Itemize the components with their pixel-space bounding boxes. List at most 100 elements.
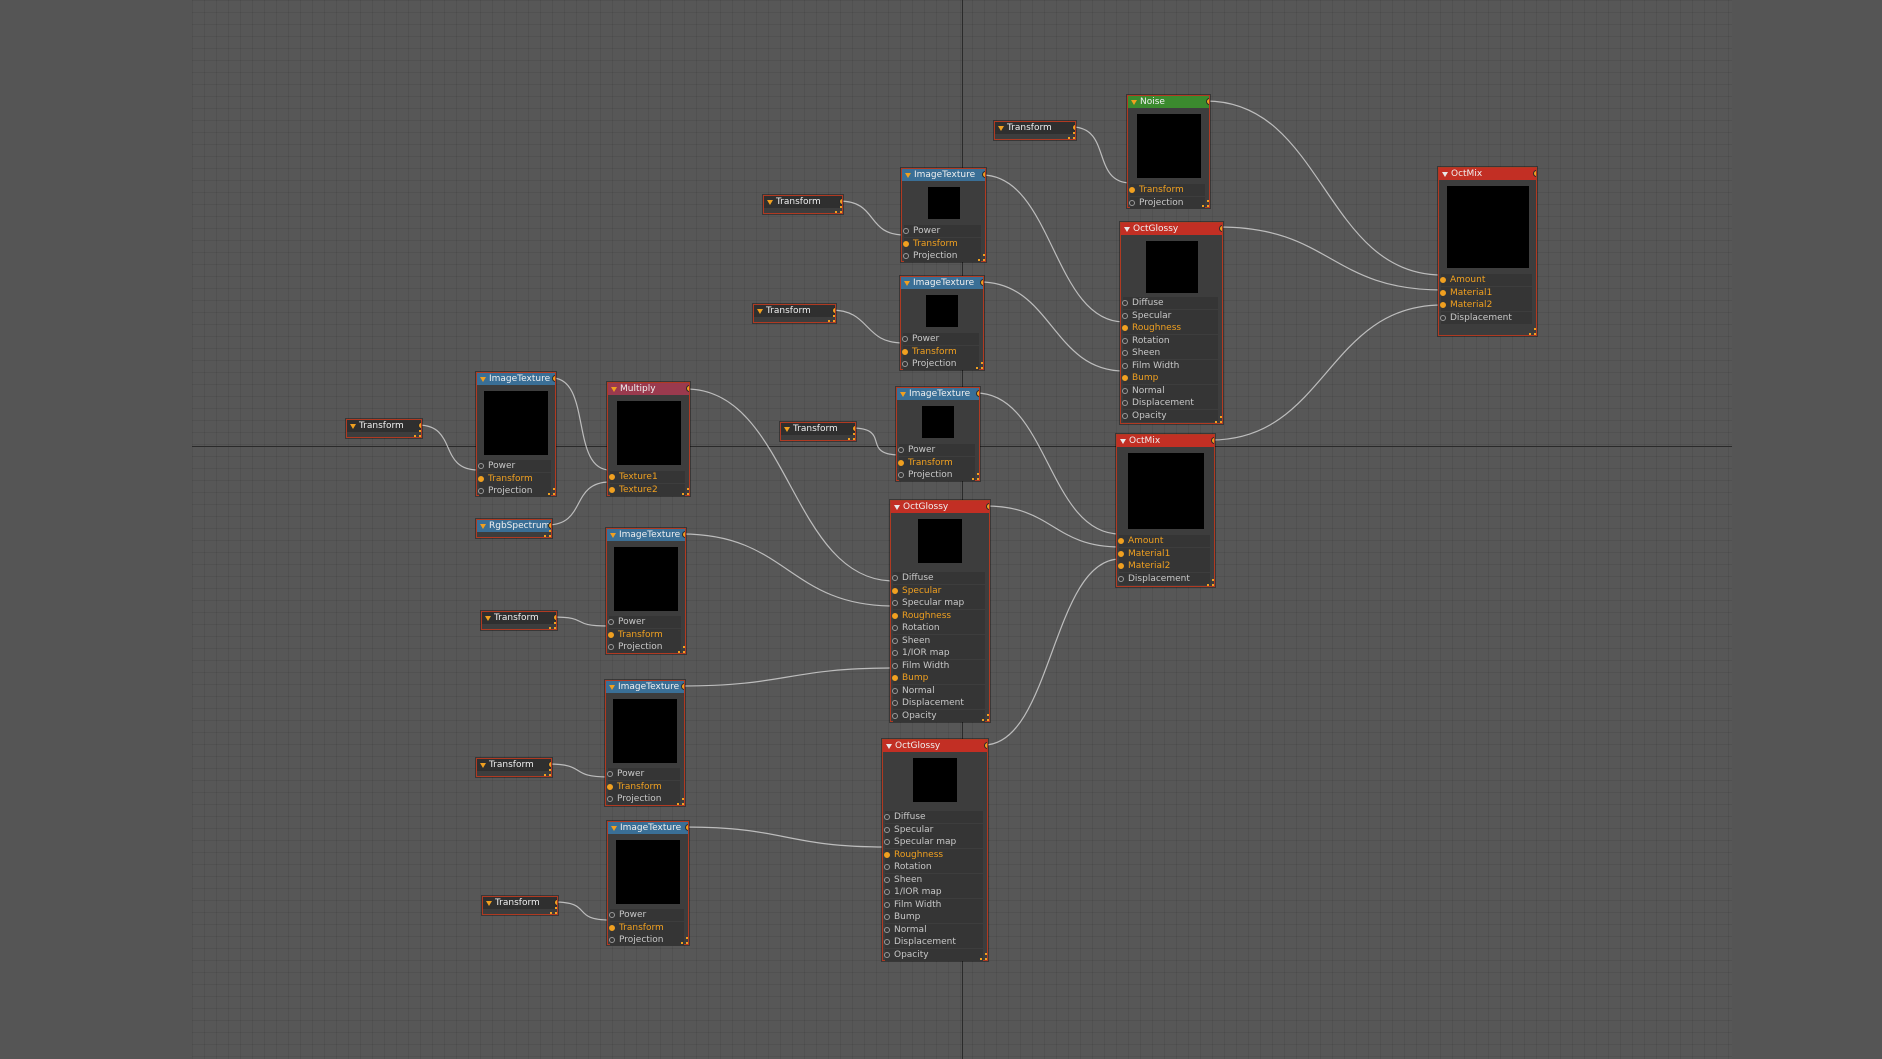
input-port[interactable] — [884, 839, 890, 845]
resize-handle[interactable] — [544, 530, 551, 537]
input-bump[interactable]: Bump — [892, 672, 985, 684]
output-port[interactable] — [1533, 170, 1536, 177]
input-port[interactable] — [884, 876, 890, 883]
node-header[interactable]: OctMix — [1117, 435, 1214, 447]
output-port[interactable] — [548, 761, 551, 768]
input-specular[interactable]: Specular — [892, 584, 985, 597]
node-header[interactable]: Transform — [347, 420, 421, 432]
input-rotation[interactable]: Rotation — [884, 861, 983, 873]
input-normal[interactable]: Normal — [1122, 384, 1218, 397]
input-displacement[interactable]: Displacement — [1440, 311, 1532, 324]
input-port[interactable] — [884, 851, 890, 858]
input-material2[interactable]: Material2 — [1440, 299, 1532, 311]
transform-node[interactable]: Transform — [753, 304, 836, 323]
input-port[interactable] — [1122, 375, 1128, 381]
collapse-icon[interactable] — [611, 825, 617, 831]
output-port[interactable] — [682, 531, 685, 538]
output-port[interactable] — [984, 742, 987, 749]
input-transform[interactable]: Transform — [478, 472, 551, 485]
node-header[interactable]: ImageTexture — [897, 388, 979, 400]
input-port[interactable] — [903, 228, 909, 234]
transform-node[interactable]: Transform — [482, 896, 558, 915]
input-amount[interactable]: Amount — [1118, 535, 1210, 547]
input-bump[interactable]: Bump — [884, 911, 983, 923]
input-port[interactable] — [478, 488, 484, 494]
node-header[interactable]: Transform — [781, 423, 855, 435]
collapse-icon[interactable] — [767, 199, 773, 205]
resize-handle[interactable] — [848, 433, 855, 440]
output-port[interactable] — [681, 683, 684, 690]
collapse-icon[interactable] — [485, 615, 491, 621]
input-projection[interactable]: Projection — [478, 485, 551, 497]
resize-handle[interactable] — [677, 798, 684, 805]
oct-glossy-node[interactable]: OctGlossy Diffuse Specular Specular map … — [890, 500, 990, 722]
node-header[interactable]: OctGlossy — [891, 501, 989, 513]
input-port[interactable] — [1129, 199, 1135, 206]
input-texture1[interactable]: Texture1 — [609, 471, 685, 483]
input-port[interactable] — [1440, 302, 1446, 308]
input-port[interactable] — [892, 637, 898, 644]
transform-node[interactable]: Transform — [763, 195, 843, 214]
image-texture-node[interactable]: ImageTexture Power Transform Projection — [607, 821, 689, 946]
output-port[interactable] — [552, 375, 555, 382]
oct-glossy-node[interactable]: OctGlossy Diffuse Specular Roughness Rot… — [1120, 222, 1223, 424]
input-port[interactable] — [892, 662, 898, 669]
input-port[interactable] — [1118, 550, 1124, 557]
input-port[interactable] — [1118, 563, 1124, 569]
resize-handle[interactable] — [548, 488, 555, 495]
node-header[interactable]: Multiply — [608, 383, 689, 395]
resize-handle[interactable] — [835, 206, 842, 213]
resize-handle[interactable] — [1202, 200, 1209, 207]
input-port[interactable] — [884, 901, 890, 908]
node-header[interactable]: Noise — [1128, 96, 1209, 108]
transform-node[interactable]: Transform — [481, 611, 557, 630]
input-power[interactable]: Power — [898, 444, 975, 456]
output-port[interactable] — [418, 422, 421, 429]
output-port[interactable] — [554, 899, 557, 906]
input-port[interactable] — [1122, 300, 1128, 306]
input-rotation[interactable]: Rotation — [892, 622, 985, 634]
oct-glossy-node[interactable]: OctGlossy Diffuse Specular Specular map … — [882, 739, 988, 961]
transform-node[interactable]: Transform — [346, 419, 422, 438]
image-texture-node[interactable]: ImageTexture Power Transform Projection — [606, 528, 686, 654]
input-projection[interactable]: Projection — [902, 358, 979, 370]
node-header[interactable]: ImageTexture — [607, 529, 685, 541]
input-bump[interactable]: Bump — [1122, 372, 1218, 384]
resize-handle[interactable] — [982, 714, 989, 721]
resize-handle[interactable] — [678, 646, 685, 653]
transform-node[interactable]: Transform — [780, 422, 856, 441]
output-port[interactable] — [852, 425, 855, 432]
transform-node[interactable]: Transform — [476, 758, 552, 777]
input-port[interactable] — [892, 600, 898, 606]
input-port[interactable] — [1440, 314, 1446, 321]
resize-handle[interactable] — [976, 362, 983, 369]
node-header[interactable]: OctGlossy — [883, 740, 987, 752]
resize-handle[interactable] — [972, 473, 979, 480]
node-header[interactable]: Transform — [995, 122, 1075, 134]
collapse-icon[interactable] — [998, 125, 1004, 131]
input-port[interactable] — [1440, 277, 1446, 283]
collapse-icon[interactable] — [900, 391, 906, 397]
input-displacement[interactable]: Displacement — [892, 697, 985, 709]
input-ior-map[interactable]: 1/IOR map — [884, 886, 983, 898]
collapse-icon[interactable] — [480, 762, 486, 768]
node-header[interactable]: Transform — [764, 196, 842, 208]
resize-handle[interactable] — [682, 488, 689, 495]
input-power[interactable]: Power — [902, 333, 979, 345]
input-port[interactable] — [892, 700, 898, 706]
node-header[interactable]: ImageTexture — [477, 373, 555, 385]
resize-handle[interactable] — [1068, 132, 1075, 139]
input-material1[interactable]: Material1 — [1118, 547, 1210, 560]
input-port[interactable] — [608, 644, 614, 650]
input-film-width[interactable]: Film Width — [884, 898, 983, 911]
input-port[interactable] — [1122, 362, 1128, 369]
input-port[interactable] — [607, 771, 613, 777]
output-port[interactable] — [982, 171, 985, 178]
input-port[interactable] — [884, 864, 890, 870]
collapse-icon[interactable] — [1120, 438, 1126, 444]
output-port[interactable] — [976, 390, 979, 397]
collapse-icon[interactable] — [480, 523, 486, 529]
input-port[interactable] — [478, 475, 484, 482]
collapse-icon[interactable] — [610, 532, 616, 538]
input-port[interactable] — [892, 575, 898, 581]
